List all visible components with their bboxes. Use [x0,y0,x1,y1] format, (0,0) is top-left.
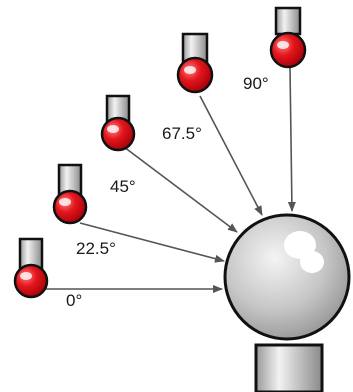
probe-22-5deg [52,163,88,225]
arrow-67-5deg [199,95,263,216]
arrows [40,67,296,293]
probe-0deg [13,237,49,299]
angle-label-67-5deg: 67.5° [162,124,202,143]
probe-90deg [269,6,307,69]
arrow-90deg [287,67,296,212]
arrow-22-5deg [79,222,225,263]
arrow-45deg [123,146,238,233]
angle-label-22-5deg: 22.5° [76,239,116,258]
reference-sphere [223,213,351,392]
angle-label-0deg: 0° [66,291,83,310]
probe-67-5deg [176,32,214,94]
probe-45deg [100,94,136,152]
angle-label-45deg: 45° [110,177,136,196]
sphere-ball [223,213,351,341]
angle-label-90deg: 90° [243,74,269,93]
sphere-highlight-2 [300,251,324,273]
sphere-shaft [254,343,324,392]
